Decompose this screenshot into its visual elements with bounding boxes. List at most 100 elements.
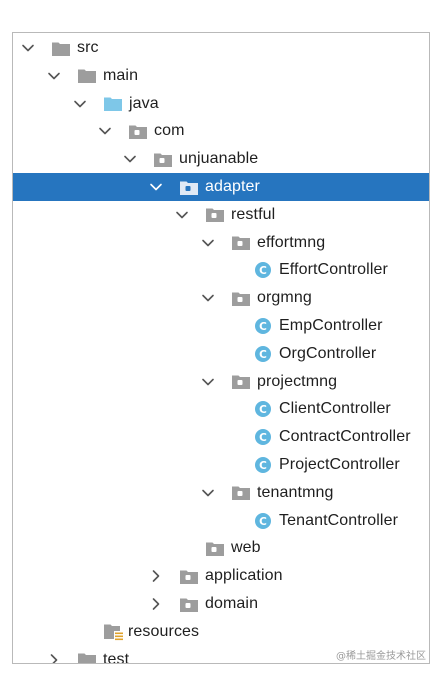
package-icon [179, 568, 199, 585]
svg-text:C: C [259, 349, 267, 361]
tree-row-projectcontroller[interactable]: C ProjectController [13, 451, 429, 479]
class-icon: C [254, 400, 272, 418]
tree-row-label: TenantController [279, 511, 398, 529]
tree-row-adapter[interactable]: adapter [13, 173, 429, 201]
chevron-placeholder [175, 541, 189, 555]
watermark: @稀土掘金技术社区 [336, 651, 426, 662]
tree-row-main[interactable]: main [13, 62, 429, 90]
class-icon: C [254, 512, 272, 530]
tree-row-label: com [154, 122, 185, 140]
chevron-placeholder [227, 514, 241, 528]
tree-row-label: java [129, 94, 159, 112]
chevron-placeholder [227, 402, 241, 416]
chevron-down-icon[interactable] [201, 375, 215, 389]
svg-text:C: C [259, 321, 267, 333]
chevron-placeholder [227, 430, 241, 444]
folder-icon [77, 651, 97, 663]
chevron-down-icon[interactable] [201, 236, 215, 250]
tree-row-orgmng[interactable]: orgmng [13, 284, 429, 312]
tree-row-label: tenantmng [257, 483, 334, 501]
chevron-down-icon[interactable] [21, 41, 35, 55]
package-icon [128, 123, 148, 140]
tree-row-label: application [205, 567, 283, 585]
svg-text:C: C [259, 516, 267, 528]
tree-row-resources[interactable]: resources [13, 618, 429, 646]
chevron-placeholder [227, 458, 241, 472]
folder-icon [77, 67, 97, 84]
tree-row-label: OrgController [279, 344, 377, 362]
svg-text:C: C [259, 432, 267, 444]
tree-row-label: domain [205, 595, 259, 612]
chevron-placeholder [227, 347, 241, 361]
chevron-down-icon[interactable] [175, 208, 189, 222]
svg-text:C: C [259, 265, 267, 277]
tree-row-web[interactable]: web [13, 534, 429, 562]
chevron-down-icon[interactable] [98, 124, 112, 138]
chevron-down-icon[interactable] [149, 180, 163, 194]
tree-row-contractcontroller[interactable]: C ContractController [13, 423, 429, 451]
svg-text:C: C [259, 460, 267, 472]
tree-row-domain[interactable]: domain [13, 590, 429, 618]
tree-row-label: effortmng [257, 233, 326, 251]
tree-row-label: web [231, 539, 261, 557]
tree-row-application[interactable]: application [13, 562, 429, 590]
chevron-down-icon[interactable] [123, 152, 137, 166]
tree-row-unjuanable[interactable]: unjuanable [13, 145, 429, 173]
folder-icon [51, 40, 71, 57]
tree-row-effortcontroller[interactable]: C EffortController [13, 256, 429, 284]
tree-row-label: EffortController [279, 261, 388, 279]
chevron-down-icon[interactable] [47, 69, 61, 83]
tree-row-tenantmng[interactable]: tenantmng [13, 479, 429, 507]
package-icon [205, 540, 225, 557]
tree-row-orgcontroller[interactable]: C OrgController [13, 340, 429, 368]
chevron-right-icon[interactable] [47, 653, 61, 663]
chevron-placeholder [227, 263, 241, 277]
chevron-down-icon[interactable] [73, 97, 87, 111]
tree-row-label: restful [231, 205, 276, 223]
package-icon [231, 484, 251, 501]
tree-row-tenantcontroller[interactable]: C TenantController [13, 507, 429, 535]
tree-row-label: adapter [205, 178, 260, 195]
package-icon [179, 179, 199, 196]
package-icon [179, 596, 199, 613]
tree-row-src[interactable]: src [13, 34, 429, 62]
tree-row-label: unjuanable [179, 150, 259, 168]
package-icon [231, 234, 251, 251]
tree-row-label: orgmng [257, 289, 312, 307]
package-icon [231, 373, 251, 390]
class-icon: C [254, 345, 272, 363]
class-icon: C [254, 317, 272, 335]
class-icon: C [254, 261, 272, 279]
tree-row-test[interactable]: test [13, 646, 429, 664]
package-icon [205, 206, 225, 223]
tree-row-label: main [103, 66, 139, 84]
tree-row-label: test [103, 650, 130, 664]
tree-row-label: projectmng [257, 372, 338, 390]
tree-row-projectmng[interactable]: projectmng [13, 368, 429, 396]
class-icon: C [254, 428, 272, 446]
tree-row-label: src [77, 39, 99, 56]
tree-row-clientcontroller[interactable]: C ClientController [13, 395, 429, 423]
tree-row-label: resources [128, 622, 200, 640]
package-icon [231, 290, 251, 307]
tree-row-label: ContractController [279, 428, 411, 446]
chevron-down-icon[interactable] [201, 486, 215, 500]
tree-row-effortmng[interactable]: effortmng [13, 229, 429, 257]
chevron-down-icon[interactable] [201, 291, 215, 305]
chevron-placeholder [73, 625, 87, 639]
tree-row-empcontroller[interactable]: C EmpController [13, 312, 429, 340]
chevron-right-icon[interactable] [149, 569, 163, 583]
tree-row-label: ClientController [279, 400, 391, 418]
resources-folder-icon [103, 622, 125, 642]
chevron-right-icon[interactable] [149, 597, 163, 611]
tree-row-label: ProjectController [279, 456, 400, 473]
source-root-folder-icon [103, 95, 123, 112]
class-icon: C [254, 456, 272, 474]
tree-row-label: EmpController [279, 317, 383, 334]
tree-row-java[interactable]: java [13, 90, 429, 118]
tree-row-com[interactable]: com [13, 117, 429, 145]
svg-text:C: C [259, 404, 267, 416]
tree-row-restful[interactable]: restful [13, 201, 429, 229]
chevron-placeholder [227, 319, 241, 333]
